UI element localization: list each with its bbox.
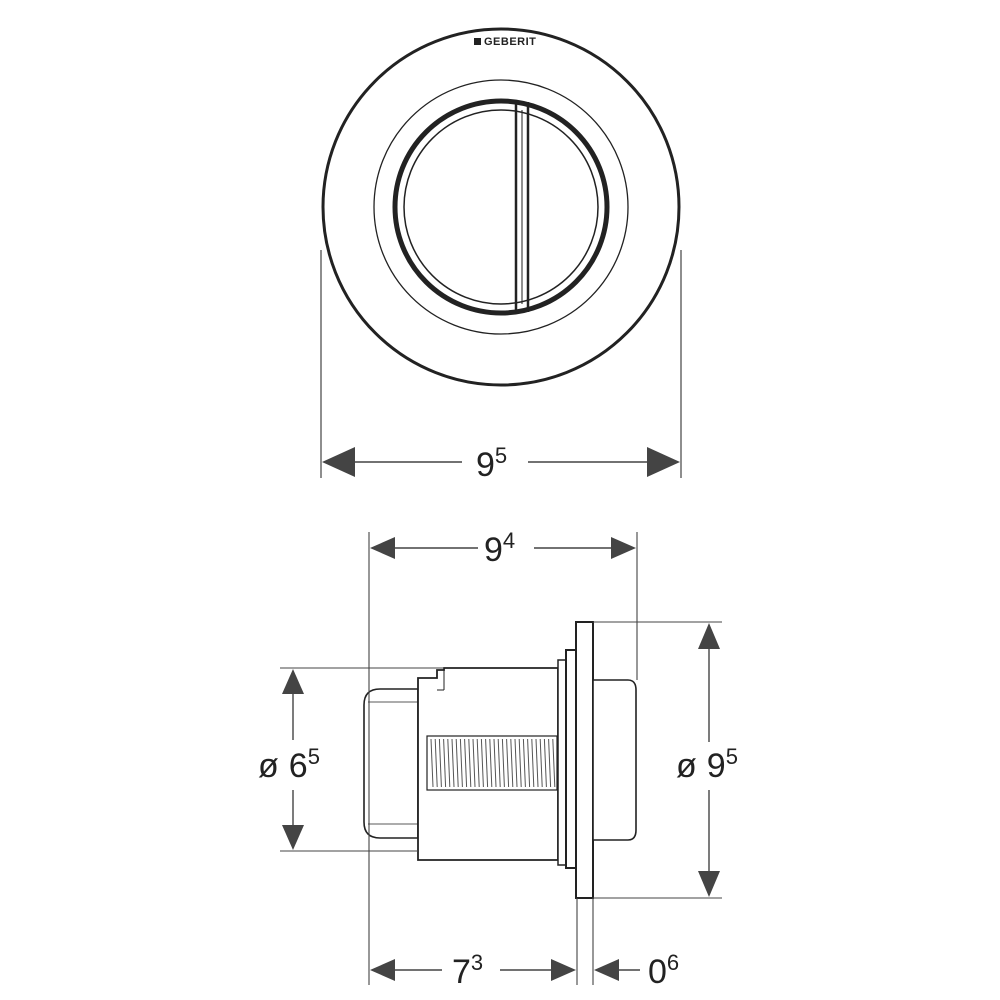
thread-line	[447, 738, 451, 788]
plate-dia-arrow-up-icon	[698, 623, 720, 649]
thread-line	[485, 738, 489, 788]
body-flange-lip	[565, 649, 577, 869]
geberit-logo: GEBERIT	[474, 36, 536, 48]
thread-line	[489, 738, 493, 788]
thread-line	[464, 738, 468, 788]
body-dia-arrow-down-icon	[282, 825, 304, 850]
thread-line	[497, 738, 501, 788]
plate-dia-arrow-down-icon	[698, 871, 720, 897]
thread-line	[543, 738, 547, 788]
rear-section	[592, 679, 637, 841]
thread-line	[472, 738, 476, 788]
thread-line	[451, 738, 455, 788]
thread-line	[552, 738, 556, 788]
arrow-right-icon	[647, 447, 680, 477]
arrow-left-icon	[322, 447, 355, 477]
plate-thickness-arrow-icon	[594, 959, 619, 981]
front-view	[321, 27, 681, 387]
thread-hatch	[430, 738, 556, 788]
body-length-arrow-right-icon	[551, 959, 576, 981]
logo-square-icon	[474, 38, 481, 45]
front-width-dimension	[320, 250, 682, 478]
body-flange	[557, 659, 567, 866]
thread-line	[468, 738, 472, 788]
thread-line	[527, 738, 531, 788]
button-outer-rim	[392, 98, 610, 316]
thread-line	[443, 738, 447, 788]
inner-plate-ring	[373, 79, 629, 335]
thread-line	[522, 738, 526, 788]
side-view	[363, 621, 637, 899]
body-dia-arrow-up-icon	[282, 669, 304, 694]
logo-text: GEBERIT	[484, 36, 536, 48]
thread-line	[539, 738, 543, 788]
depth-label: 94	[484, 528, 515, 569]
thread-line	[493, 738, 497, 788]
thread-line	[438, 738, 442, 788]
side-dimensions	[280, 532, 722, 985]
thread-line	[514, 738, 518, 788]
thread-line	[510, 738, 514, 788]
thread-line	[434, 738, 438, 788]
button-inner-rim	[403, 109, 599, 305]
cover-plate-side	[575, 621, 594, 899]
thread-line	[476, 738, 480, 788]
depth-arrow-left-icon	[370, 537, 395, 559]
thread-line	[535, 738, 539, 788]
thread-line	[430, 738, 434, 788]
push-button	[363, 688, 419, 839]
outer-cover-plate	[321, 27, 681, 387]
thread-line	[455, 738, 459, 788]
thread-line	[548, 738, 552, 788]
thread-line	[531, 738, 535, 788]
thread-line	[501, 738, 505, 788]
thread-line	[459, 738, 463, 788]
thread-line	[506, 738, 510, 788]
body-length-arrow-left-icon	[370, 959, 395, 981]
body-length-label: 73	[452, 950, 483, 991]
front-width-label: 95	[476, 443, 507, 484]
thread-line	[480, 738, 484, 788]
thread-line	[518, 738, 522, 788]
depth-arrow-right-icon	[611, 537, 636, 559]
plate-thickness-label: 06	[648, 950, 679, 991]
